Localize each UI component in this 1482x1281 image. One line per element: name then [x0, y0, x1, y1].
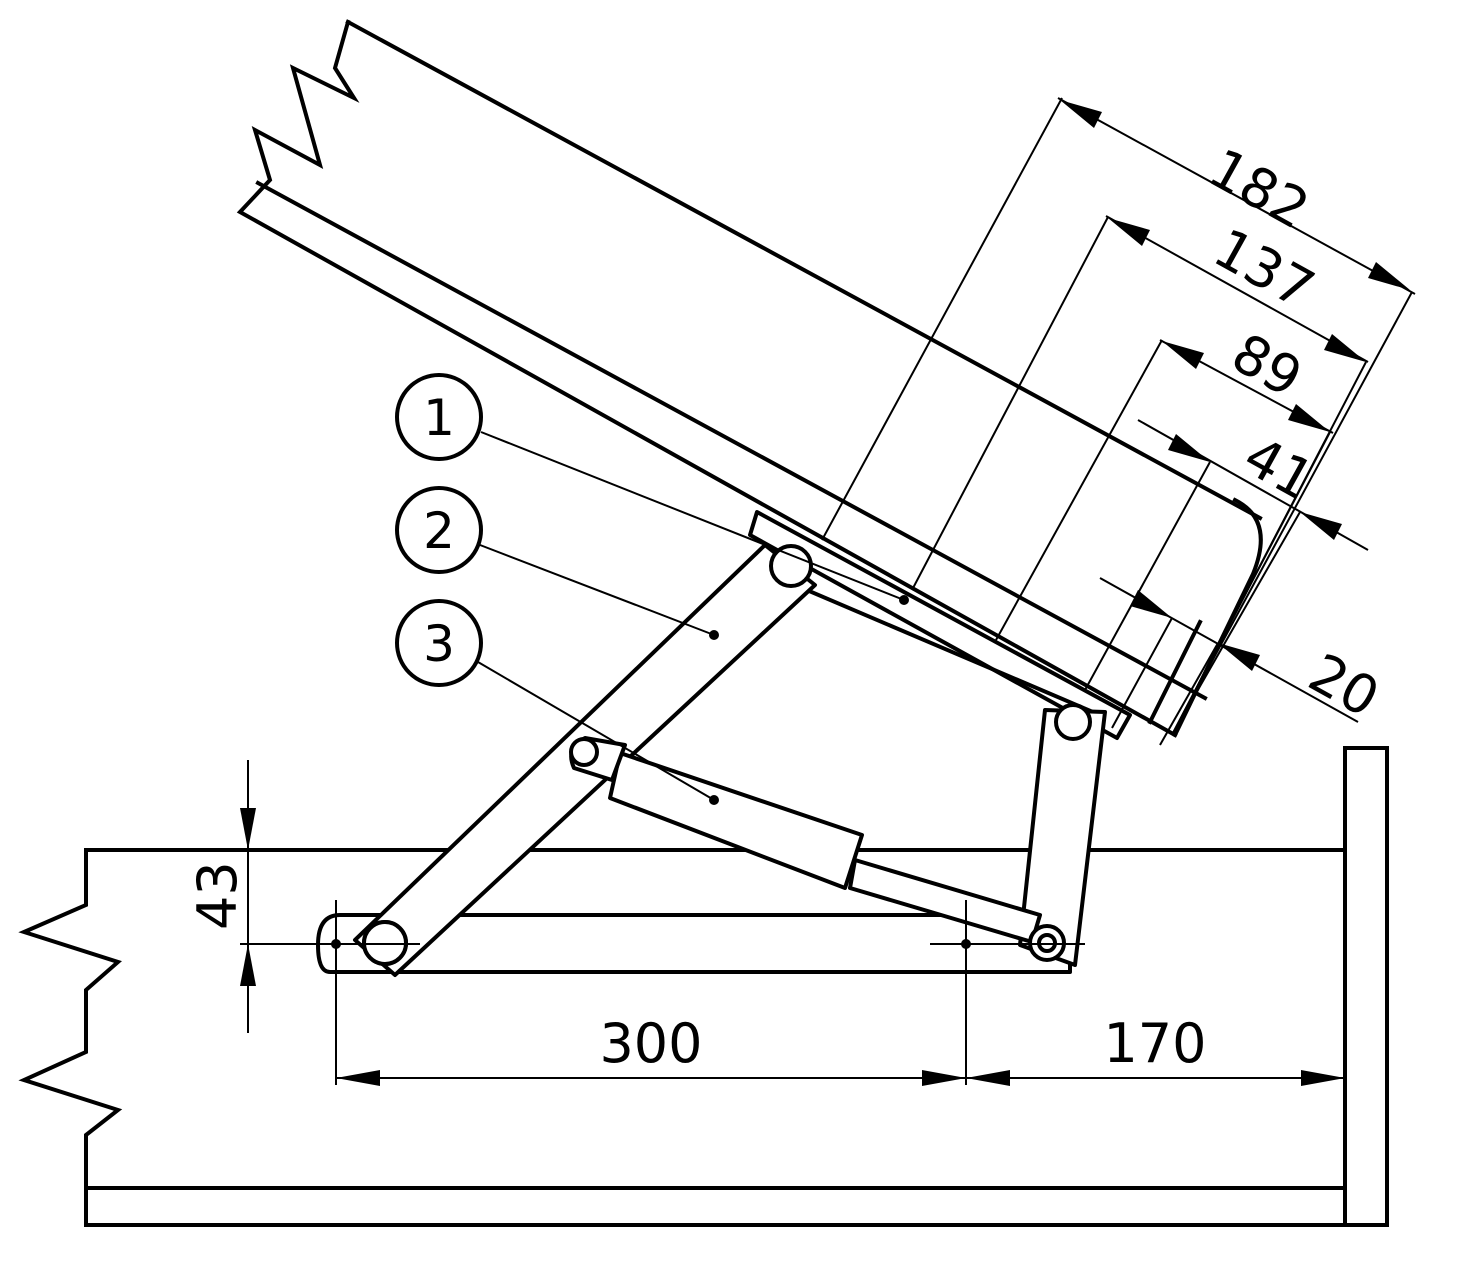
dim-170-text: 170	[1103, 1012, 1206, 1075]
dim-20-text: 20	[1299, 641, 1390, 729]
lid-bracket	[748, 510, 1132, 740]
gas-spring	[569, 736, 1066, 962]
base-bracket	[316, 913, 1072, 974]
pivot-points	[300, 595, 1085, 949]
callout-2: 2	[395, 486, 715, 636]
dim-41-text: 41	[1234, 424, 1325, 512]
callout-3: 3	[395, 599, 715, 801]
dimension-182: 182	[821, 97, 1416, 736]
bed-frame	[18, 746, 1389, 1227]
dimension-43: 43	[186, 760, 330, 1033]
callout-3-label: 3	[423, 615, 455, 673]
callout-1-label: 1	[423, 389, 455, 447]
dim-43-text: 43	[186, 861, 249, 930]
dim-300-text: 300	[599, 1012, 702, 1075]
dimension-300: 300	[335, 900, 967, 1086]
callout-2-label: 2	[423, 502, 455, 560]
dimension-170: 170	[966, 1012, 1345, 1086]
dimension-20: 20	[1099, 577, 1390, 746]
dim-89-text: 89	[1222, 321, 1313, 409]
dim-137-text: 137	[1204, 216, 1325, 321]
front-arm	[1018, 703, 1107, 967]
callout-1: 1	[395, 373, 905, 601]
dim-182-text: 182	[1199, 136, 1320, 241]
lid-panel	[236, 19, 1263, 738]
